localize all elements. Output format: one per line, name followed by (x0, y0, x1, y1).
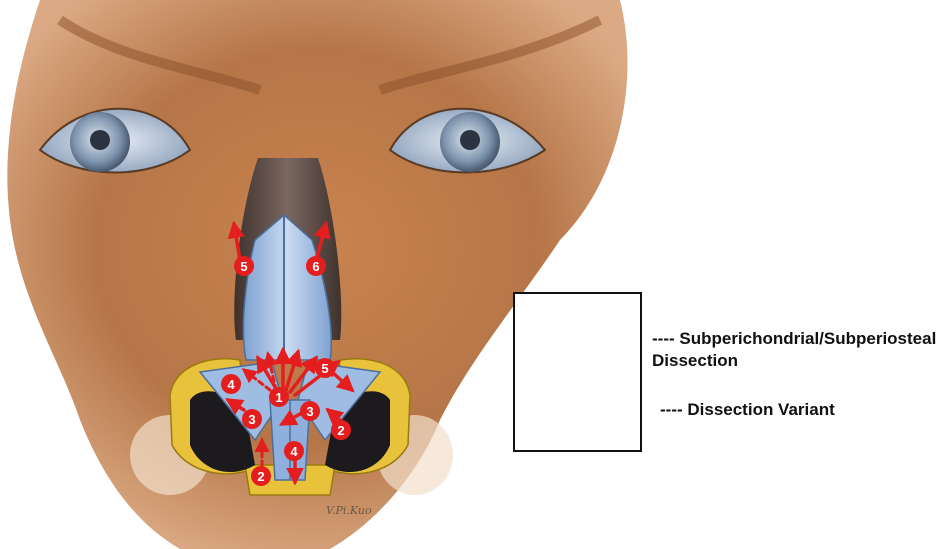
svg-text:4: 4 (227, 377, 235, 392)
svg-text:5: 5 (240, 259, 247, 274)
legend-box (513, 292, 642, 452)
marker-3-right: 3 (300, 401, 320, 421)
svg-text:2: 2 (337, 423, 344, 438)
marker-3-left: 3 (242, 409, 262, 429)
marker-5-left: 5 (234, 256, 254, 276)
svg-text:4: 4 (290, 444, 298, 459)
svg-text:1: 1 (275, 390, 282, 405)
svg-text:3: 3 (248, 412, 255, 427)
marker-4-lower: 4 (284, 441, 304, 461)
marker-6: 6 (306, 256, 326, 276)
marker-2-right: 2 (331, 420, 351, 440)
svg-text:2: 2 (257, 469, 264, 484)
marker-4-upper: 4 (221, 374, 241, 394)
legend-solid-label: ---- Subperichondrial/Subperiosteal Diss… (652, 328, 937, 372)
svg-text:5: 5 (321, 361, 328, 376)
marker-1-center: 1 (269, 387, 289, 407)
svg-text:3: 3 (306, 404, 313, 419)
marker-5-right: 5 (315, 358, 335, 378)
legend-dashed-label: ---- Dissection Variant (660, 399, 920, 421)
svg-text:6: 6 (312, 259, 319, 274)
marker-2-lower: 2 (251, 466, 271, 486)
artist-signature: V.Pi.Kuo (326, 504, 372, 517)
